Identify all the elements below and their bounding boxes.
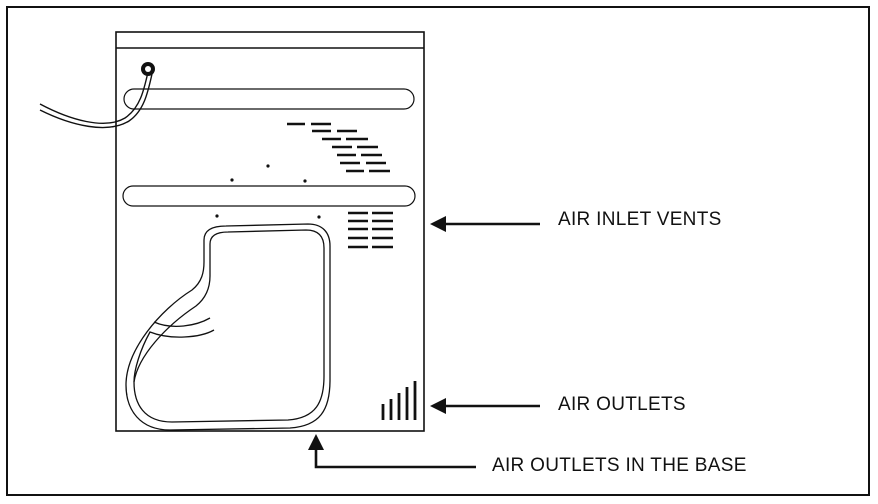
air-outlets <box>381 381 417 420</box>
middle-slot <box>122 185 416 207</box>
arrow-air-inlet-vents-icon <box>430 216 540 232</box>
screw-dots <box>215 164 321 219</box>
diagram-frame <box>6 6 870 496</box>
label-air-outlets-base: AIR OUTLETS IN THE BASE <box>492 455 747 476</box>
label-air-inlet-vents: AIR INLET VENTS <box>558 209 722 230</box>
arrow-air-outlets-base-icon <box>308 434 476 469</box>
upper-vents <box>287 122 390 173</box>
arrow-air-outlets-icon <box>430 398 540 414</box>
power-cord-icon <box>39 62 155 129</box>
label-air-outlets: AIR OUTLETS <box>558 394 686 415</box>
door-outline <box>125 223 331 431</box>
appliance-body <box>115 31 425 432</box>
air-inlet-vents <box>348 211 393 249</box>
upper-slot <box>123 88 415 110</box>
